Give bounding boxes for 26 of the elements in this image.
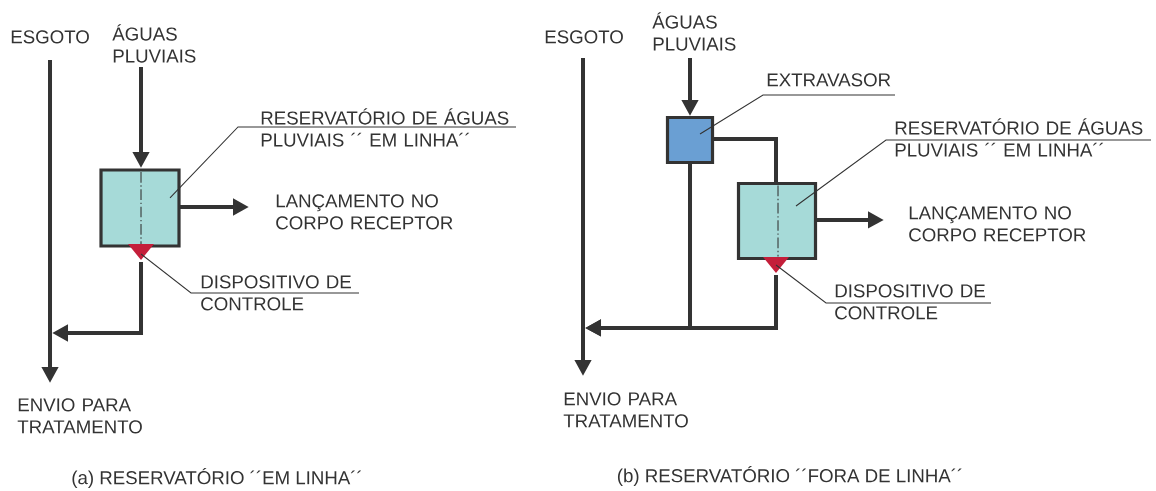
text-label: ENVIO PARA TRATAMENTO [17, 398, 142, 434]
text-label: LANÇAMENTO NO CORPO RECEPTOR [276, 194, 453, 230]
text-label: LANÇAMENTO NO CORPO RECEPTOR [909, 206, 1086, 242]
leader-line [169, 126, 517, 199]
text-label: DISPOSITIVO DE CONTROLE [835, 284, 985, 320]
text-label: ESGOTO [545, 30, 623, 44]
caption: (b) RESERVATÓRIO ´´FORA DE LINHA´´ [617, 465, 962, 486]
valve-triangle [128, 244, 154, 260]
caption: (a) RESERVATÓRIO ´´EM LINHA´´ [72, 467, 361, 488]
pipe-line [713, 137, 778, 183]
text-label: ÁGUAS PLUVIAIS [652, 12, 736, 51]
text-label: ÁGUAS PLUVIAIS [112, 24, 196, 63]
text-label: ESGOTO [11, 30, 89, 44]
leader-line [795, 139, 1152, 207]
text-label: RESERVATÓRIO DE ÁGUAS PLUVIAIS ´´ EM LINHA´´ [261, 108, 509, 147]
valve-triangle [763, 257, 789, 273]
leader-line [775, 264, 992, 304]
text-label: RESERVATÓRIO DE ÁGUAS PLUVIAIS ´´ EM LINHA´´ [895, 118, 1143, 157]
overflow-box [665, 115, 715, 165]
tank-box [736, 181, 818, 261]
leader-line [699, 94, 896, 135]
text-label: EXTRAVASOR [767, 73, 891, 87]
text-label: DISPOSITIVO DE CONTROLE [201, 275, 351, 311]
tank-box [99, 168, 181, 248]
text-label: ENVIO PARA TRATAMENTO [563, 392, 688, 428]
leader-line [140, 253, 360, 294]
